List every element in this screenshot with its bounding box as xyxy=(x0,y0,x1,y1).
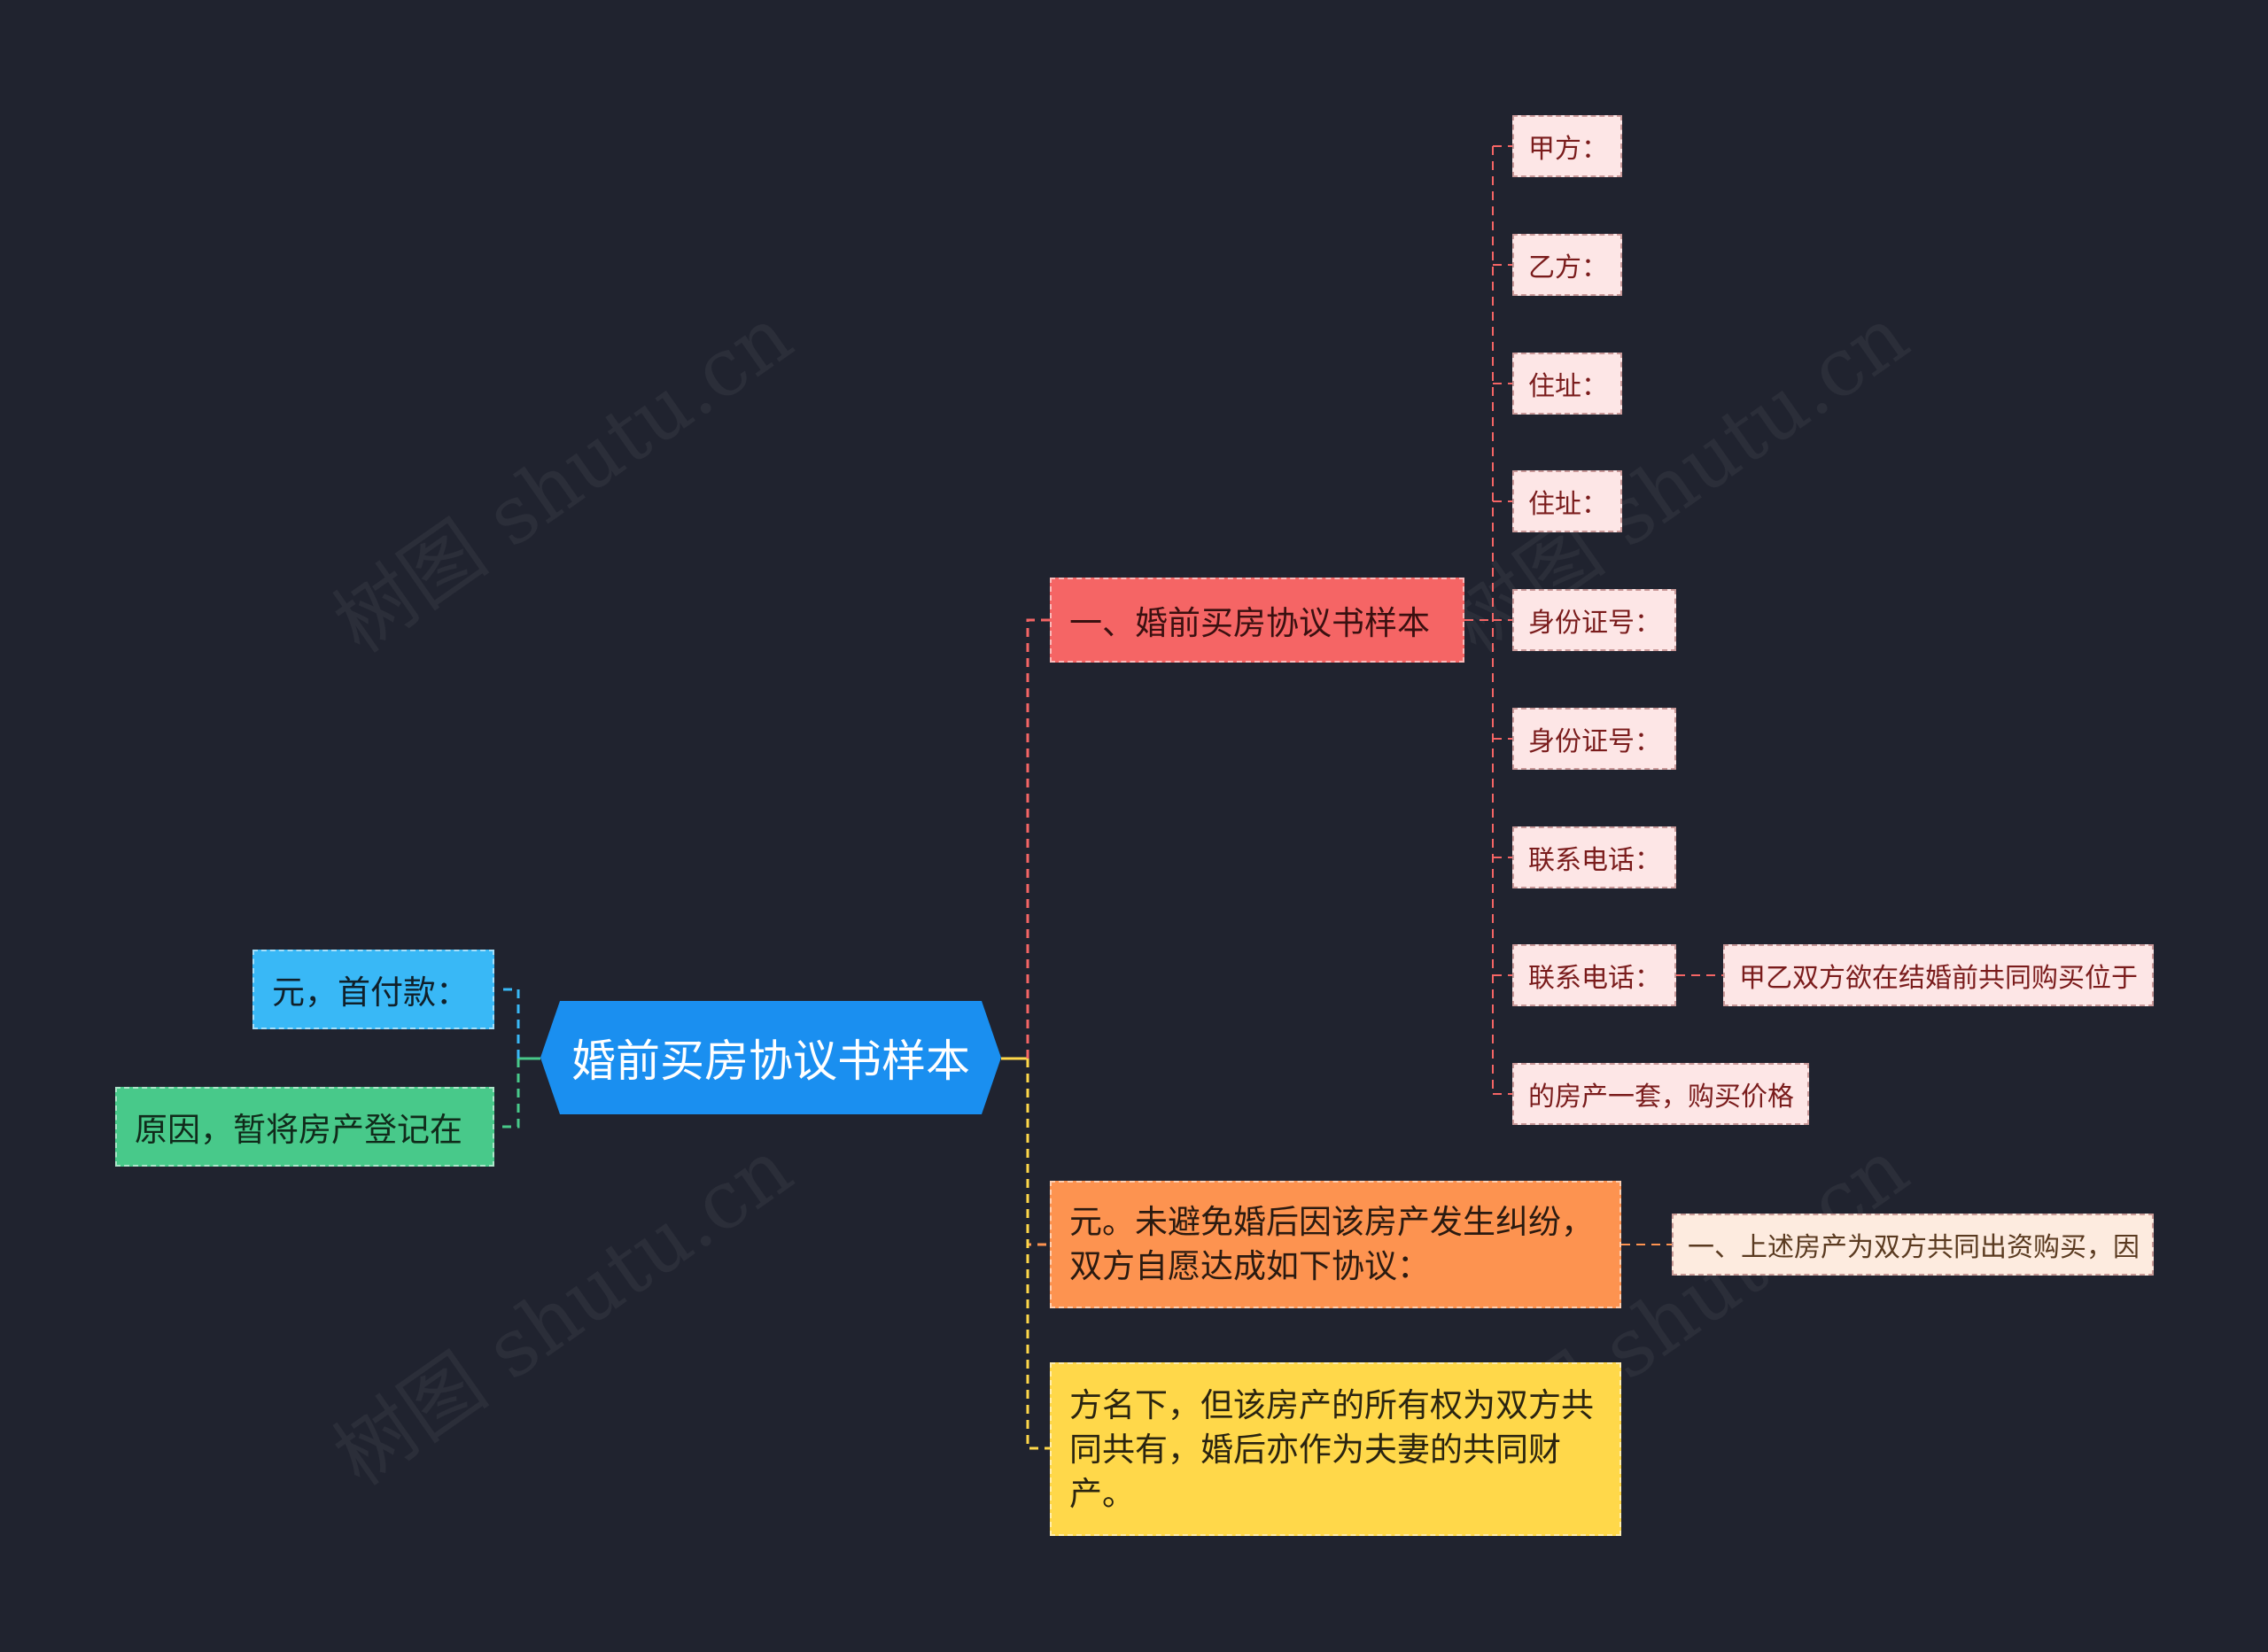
leaf-label: 联系电话： xyxy=(1528,845,1661,876)
root-topic-label: 婚前买房协议书样本 xyxy=(571,1035,970,1087)
subleaf-node[interactable]: 甲乙双方欲在结婚前共同购买位于 xyxy=(1723,944,2154,1006)
branch-1[interactable]: 一、婚前买房协议书样本 xyxy=(1050,578,1464,663)
subleaf-label: 甲乙双方欲在结婚前共同购买位于 xyxy=(1739,963,2138,994)
branch-1-label: 一、婚前买房协议书样本 xyxy=(1069,604,1430,642)
branch-left-1[interactable]: 元，首付款： xyxy=(252,950,494,1029)
leaf-label: 甲方： xyxy=(1528,134,1608,165)
branch-2-label: 元。未避免婚后因该房产发生纠纷，双方自愿达成如下协议： xyxy=(1069,1203,1594,1285)
leaf-node[interactable]: 住址： xyxy=(1512,470,1622,532)
leaf-label: 身份证号： xyxy=(1528,608,1661,639)
leaf-node[interactable]: 的房产一套，购买价格 xyxy=(1512,1063,1809,1125)
leaf-label: 的房产一套，购买价格 xyxy=(1528,1082,1794,1113)
root-topic[interactable]: 婚前买房协议书样本 xyxy=(540,1001,1001,1114)
branch-left-2[interactable]: 原因，暂将房产登记在 xyxy=(115,1087,494,1167)
leaf-node[interactable]: 联系电话： xyxy=(1512,826,1676,888)
branch-3-label: 方名下，但该房产的所有权为双方共同共有，婚后亦作为夫妻的共同财产。 xyxy=(1069,1386,1594,1513)
branch-3[interactable]: 方名下，但该房产的所有权为双方共同共有，婚后亦作为夫妻的共同财产。 xyxy=(1050,1362,1621,1536)
leaf-node[interactable]: 身份证号： xyxy=(1512,589,1676,651)
leaf-label: 住址： xyxy=(1528,371,1608,402)
subleaf-label: 一、上述房产为双方共同出资购买，因 xyxy=(1688,1232,2140,1263)
leaf-label: 住址： xyxy=(1528,489,1608,520)
branch-2[interactable]: 元。未避免婚后因该房产发生纠纷，双方自愿达成如下协议： xyxy=(1050,1181,1621,1308)
leaf-node[interactable]: 住址： xyxy=(1512,353,1622,415)
leaf-node[interactable]: 乙方： xyxy=(1512,234,1622,296)
leaf-label: 身份证号： xyxy=(1528,726,1661,757)
leaf-node[interactable]: 甲方： xyxy=(1512,115,1622,177)
branch-left-2-label: 原因，暂将房产登记在 xyxy=(135,1111,462,1149)
subleaf-node[interactable]: 一、上述房产为双方共同出资购买，因 xyxy=(1672,1214,2154,1276)
leaf-node[interactable]: 联系电话： xyxy=(1512,944,1676,1006)
leaf-node[interactable]: 身份证号： xyxy=(1512,708,1676,770)
leaf-label: 联系电话： xyxy=(1528,963,1661,994)
branch-left-1-label: 元，首付款： xyxy=(272,973,469,1012)
leaf-label: 乙方： xyxy=(1528,252,1608,283)
